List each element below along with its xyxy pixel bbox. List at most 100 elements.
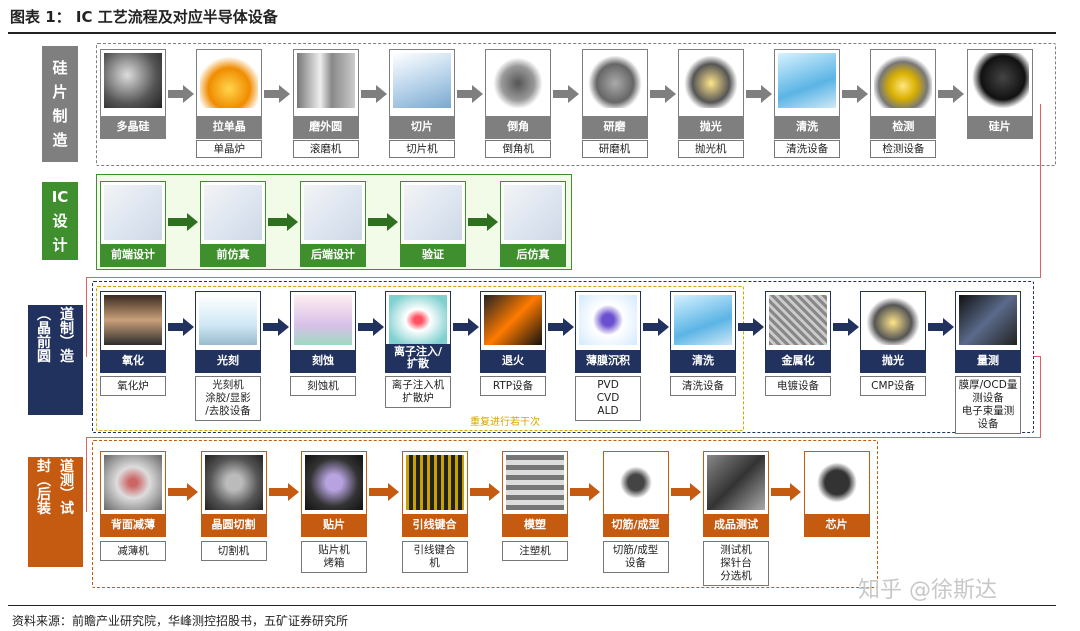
back-step-image	[606, 455, 665, 510]
arrow-head	[187, 213, 198, 231]
front-step-image	[959, 295, 1017, 345]
arrow-head	[664, 85, 676, 103]
back-step-card: 背面减薄	[100, 451, 166, 537]
front-step-card: 氧化	[100, 291, 166, 373]
front-equipment-label: 刻蚀机	[290, 376, 356, 396]
arrow-shaft	[469, 488, 490, 496]
back-equipment-label: 切筋/成型 设备	[602, 541, 669, 573]
front-end-group-frame	[92, 281, 1034, 433]
design-step-card: 验证	[400, 181, 466, 267]
wafer-step-image	[681, 53, 740, 108]
arrow-shaft	[268, 488, 289, 496]
arrow-shaft	[268, 218, 288, 226]
wafer-step-image	[104, 53, 162, 108]
front-step-card: 量测	[955, 291, 1021, 373]
front-step-label: 刻蚀	[291, 350, 355, 372]
front-step-image	[579, 295, 637, 345]
arrow-shaft	[842, 90, 859, 98]
stage-back-label: 封 ︵ 后 装 道 测 ︶ 试	[37, 459, 74, 517]
wafer-step-card: 切片	[388, 49, 455, 139]
wafer-step-label: 拉单晶	[197, 116, 262, 138]
arrow-head	[388, 483, 399, 501]
back-equipment-label: 引线键合 机	[401, 541, 468, 573]
arrow-head	[563, 318, 574, 336]
front-step-label: 薄膜沉积	[576, 350, 640, 372]
stage-back-end: 封 ︵ 后 装 道 测 ︶ 试	[28, 457, 83, 567]
arrow-shaft	[553, 90, 570, 98]
wafer-step-label: 检测	[871, 116, 936, 138]
front-step-label: 退火	[481, 350, 545, 372]
arrow-shaft	[168, 90, 184, 98]
arrow-shaft	[833, 323, 849, 331]
back-step-card: 成品测试	[703, 451, 769, 537]
front-step-label: 量测	[956, 350, 1020, 372]
back-step-image	[707, 455, 765, 510]
wafer-step-image	[200, 53, 259, 108]
source-note: 资料来源：前瞻产业研究院，华峰测控招股书，五矿证券研究所	[12, 614, 349, 628]
back-step-image	[204, 455, 263, 510]
repeat-loop-frame	[96, 286, 744, 431]
back-equipment-label: 测试机 探针台 分选机	[703, 541, 769, 586]
arrow-shaft	[928, 323, 944, 331]
design-step-image	[304, 185, 362, 240]
figure-title: 图表 1： IC 工艺流程及对应半导体设备	[10, 8, 278, 26]
arrow-shaft	[938, 90, 955, 98]
wafer-step-label: 倒角	[486, 116, 551, 138]
arrow-head	[375, 85, 387, 103]
wafer-step-label: 磨外圆	[293, 116, 358, 138]
back-step-label: 模塑	[503, 514, 567, 536]
front-step-card: 光刻	[195, 291, 261, 373]
back-equipment-label: 减薄机	[100, 541, 166, 561]
arrow-head	[278, 318, 289, 336]
design-step-label: 前端设计	[101, 244, 165, 266]
arrow-shaft	[456, 90, 473, 98]
design-step-label: 后仿真	[501, 244, 565, 266]
front-step-image	[294, 295, 352, 345]
back-end-group-frame	[92, 440, 878, 588]
arrow-shaft	[168, 488, 188, 496]
front-equipment-label: 氧化炉	[100, 376, 166, 396]
back-step-card: 切筋/成型	[602, 451, 669, 537]
wafer-step-label: 硅片	[967, 116, 1032, 138]
front-step-image	[769, 295, 827, 345]
design-step-label: 前仿真	[201, 244, 265, 266]
repeat-note: 重复进行若干次	[470, 417, 540, 428]
front-step-label: 氧化	[101, 350, 165, 372]
back-step-label: 成品测试	[704, 514, 768, 536]
wafer-equipment-label: 单晶炉	[196, 140, 263, 158]
design-step-card: 后端设计	[300, 181, 366, 267]
design-step-image	[104, 185, 162, 240]
design-step-label: 验证	[401, 244, 465, 266]
wafer-step-card: 研磨	[581, 49, 648, 139]
wafer-step-label: 抛光	[678, 116, 743, 138]
arrow-head	[658, 318, 669, 336]
arrow-head	[848, 318, 859, 336]
design-step-card: 后仿真	[500, 181, 566, 267]
stage-front-end: ︵ 晶 前 圆 道 制 ︶ 造	[28, 305, 83, 415]
wafer-group-frame	[96, 43, 1056, 166]
arrow-shaft	[453, 323, 469, 331]
arrow-shaft	[643, 323, 659, 331]
design-step-card: 前端设计	[100, 181, 166, 267]
front-step-image	[104, 295, 162, 345]
front-equipment-label: 光刻机 涂胶/显影 /去胶设备	[195, 376, 261, 421]
bottom-rule	[8, 605, 1056, 606]
design-step-label: 后端设计	[301, 244, 365, 266]
connector-line	[1034, 356, 1040, 357]
stage-wafer-manufacturing: 硅 片 制 造	[42, 46, 78, 162]
wafer-step-image	[392, 53, 451, 108]
front-step-label: 金属化	[766, 350, 830, 372]
arrow-shaft	[168, 323, 184, 331]
arrow-head	[187, 483, 198, 501]
front-step-image	[674, 295, 732, 345]
arrow-shaft	[264, 90, 281, 98]
wafer-step-image	[778, 53, 837, 108]
arrow-head	[488, 483, 500, 501]
front-step-card: 金属化	[765, 291, 831, 373]
wafer-step-image	[489, 53, 548, 108]
arrow-shaft	[358, 323, 374, 331]
wafer-step-image	[296, 53, 355, 108]
back-step-image	[305, 455, 363, 510]
wafer-step-card: 磨外圆	[292, 49, 359, 139]
wafer-step-card: 检测	[870, 49, 937, 139]
